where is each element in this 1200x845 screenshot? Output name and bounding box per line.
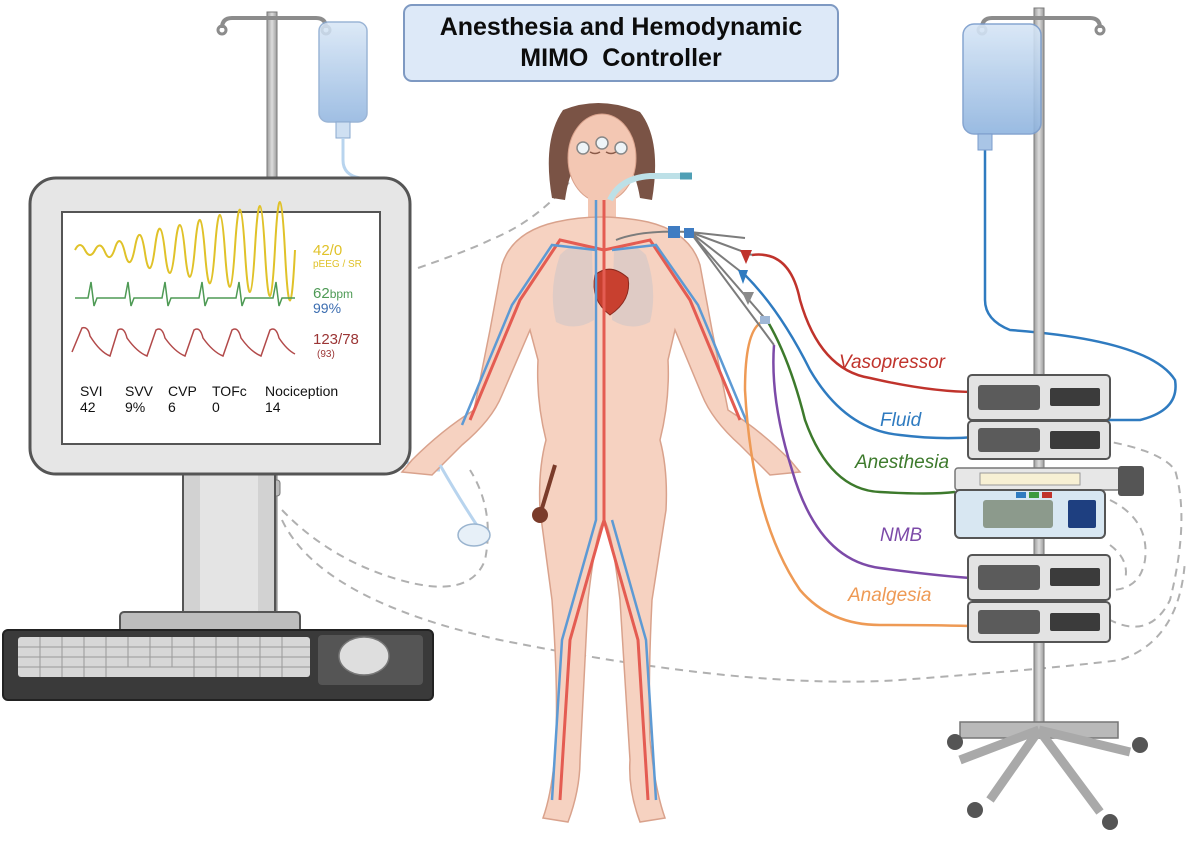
heart-rate-unit: bpm: [330, 287, 353, 301]
infusion-pump-3: [967, 554, 1111, 601]
analgesia-line: [743, 320, 971, 628]
param-value-svi: 42: [80, 399, 96, 415]
monitor-screen: 42/0 pEEG / SR 62bpm 99% 123/78 (93) SVI…: [71, 201, 362, 415]
title-box: Anesthesia and Hemodynamic MIMO Controll…: [403, 4, 839, 82]
param-label-svi: SVI: [80, 383, 103, 399]
eeg-label: pEEG / SR: [313, 259, 362, 270]
mouse-icon: [338, 636, 390, 676]
arterial-pressure-waveform: [71, 326, 296, 357]
infusion-pump-1: [967, 374, 1111, 421]
syringe-pump: [954, 466, 1144, 539]
nmb-line: [772, 344, 971, 580]
param-label-tofc: TOFc: [212, 383, 247, 399]
vasopressor-line: [751, 253, 976, 394]
vasopressor-label: Vasopressor: [839, 352, 946, 373]
stopcocks: [668, 226, 770, 324]
anesthesia-line: [766, 321, 956, 495]
map-value: (93): [317, 349, 335, 360]
fluid-supply-line: [983, 150, 1177, 422]
param-label-nociception: Nociception: [265, 383, 338, 399]
anesthesia-label: Anesthesia: [854, 452, 949, 473]
param-label-cvp: CVP: [168, 383, 197, 399]
patient-body: [400, 102, 802, 823]
right-iv-pole: [947, 7, 1148, 830]
analgesia-label: Analgesia: [847, 585, 931, 606]
param-value-nociception: 14: [265, 399, 281, 415]
drug-lines: [615, 150, 1177, 628]
param-value-tofc: 0: [212, 399, 220, 415]
heart-rate: 62bpm: [313, 285, 353, 302]
eeg-value: 42/0: [313, 242, 342, 259]
param-value-svv: 9%: [125, 399, 145, 415]
title-line-1: Anesthesia and Hemodynamic: [439, 13, 803, 41]
keyboard-icon: [2, 629, 434, 701]
ecg-waveform: [75, 281, 295, 307]
nmb-label: NMB: [880, 525, 923, 546]
blood-pressure-value: 123/78: [313, 331, 359, 348]
right-iv-bag-icon: [962, 23, 1042, 151]
fluid-label: Fluid: [880, 410, 923, 431]
central-line-manifold: [615, 230, 775, 346]
spo2-value: 99%: [313, 300, 341, 316]
param-label-svv: SVV: [125, 383, 154, 399]
param-value-cvp: 6: [168, 399, 176, 415]
fluid-line: [744, 274, 976, 440]
infusion-pump-4: [967, 601, 1111, 643]
heart-rate-value: 62: [313, 285, 330, 302]
infusion-pump-2: [967, 420, 1111, 460]
eeg-waveform: [74, 201, 296, 302]
title-line-2: MIMO Controller: [520, 44, 722, 72]
